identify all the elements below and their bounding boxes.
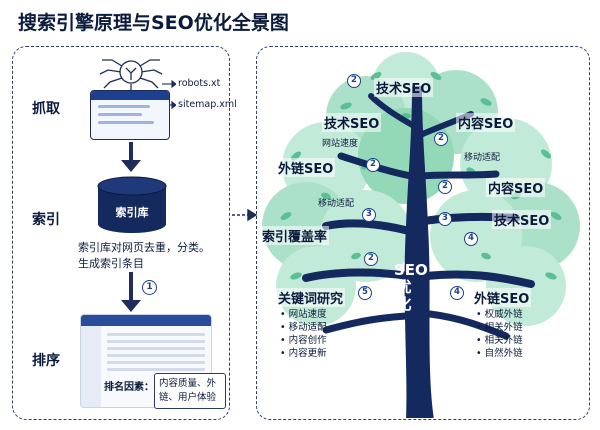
index-description-line: 索引库对网页去重，分类。: [78, 241, 210, 254]
result-row: [107, 347, 205, 350]
spider-crawler-icon: [99, 59, 163, 90]
list-item: 权威外链: [476, 308, 523, 321]
index-database-label: 索引库: [115, 206, 149, 219]
result-row: [107, 340, 205, 343]
small-label-site-speed: 网站速度: [322, 139, 359, 149]
browser-title-bar: [91, 91, 169, 100]
branch-label-link-seo-mid-left: 外链SEO: [276, 158, 336, 177]
branch-label-link-seo-bottom: 外链SEO: [472, 288, 532, 307]
small-label-mobile-adapt-right: 移动适配: [464, 153, 501, 163]
ranking-factor-line: 链、用户体验: [159, 392, 217, 403]
tree-number-badge: 2: [347, 74, 361, 88]
tree-number-badge: 4: [464, 232, 478, 246]
tree-number-badge: 4: [450, 286, 464, 300]
robots-file-label: robots.xt: [178, 78, 221, 89]
content-line: [98, 105, 150, 108]
sitemap-file-label: sitemap.xml: [178, 99, 237, 110]
keyword-research-list: 网站速度 移动适配 内容创作 内容更新: [280, 308, 327, 360]
list-item: 移动适配: [280, 321, 327, 334]
ranking-factors-box: 内容质量、外 链、用户体验: [154, 373, 226, 409]
branch-label-tech-seo-upper-left: 技术SEO: [322, 113, 382, 132]
branch-label-tech-seo-right: 技术SEO: [492, 210, 552, 229]
flow-arrows: [121, 142, 141, 312]
stage-crawl-label: 抓取: [32, 101, 60, 117]
trunk-label-seo-optimization: SEO优化: [394, 261, 428, 313]
index-database-icon: [97, 176, 167, 233]
result-row: [107, 333, 205, 336]
screenshot-header: [81, 315, 211, 326]
screenshot-sidebar: [81, 326, 101, 407]
seo-tree-panel: [256, 46, 590, 420]
tree-number-badge: 2: [434, 132, 448, 146]
tree-number-badge: 2: [364, 252, 378, 266]
list-item: 相关外链: [476, 321, 523, 334]
content-line: [98, 113, 142, 116]
panel-connector-arrow: [232, 208, 258, 222]
index-description: 索引库对网页去重，分类。 生成索引条目: [78, 240, 210, 272]
stage-rank-label: 排序: [32, 353, 60, 369]
tree-number-badge: 5: [358, 286, 372, 300]
index-description-line: 生成索引条目: [78, 257, 144, 270]
ranking-factor-line: 内容质量、外: [159, 378, 217, 389]
list-item: 内容创作: [280, 334, 327, 347]
stage-index-label: 索引: [32, 212, 60, 228]
tree-number-badge: 3: [438, 212, 452, 226]
ranking-results-screenshot: [80, 314, 212, 408]
result-row: [107, 361, 205, 364]
tree-number-badge: 3: [362, 208, 376, 222]
branch-label-index-coverage: 索引覆盖率: [260, 226, 330, 245]
link-seo-list: 权威外链 相关外链 相关外链 自然外链: [476, 308, 523, 360]
step-number-badge: 1: [142, 280, 157, 295]
result-row: [107, 368, 205, 371]
tree-number-badge: 2: [438, 180, 452, 194]
branch-label-keyword-research: 关键词研究: [276, 288, 346, 307]
search-engine-process-panel: [12, 46, 230, 420]
list-item: 相关外链: [476, 334, 523, 347]
branch-label-content-seo-mid-right: 内容SEO: [486, 178, 546, 197]
result-row: [107, 354, 205, 357]
page-title: 搜索引擎原理与SEO优化全景图: [18, 12, 289, 34]
ranking-factors-label: 排名因素：: [104, 382, 154, 393]
branch-label-content-seo-upper-right: 内容SEO: [456, 113, 516, 132]
list-item: 内容更新: [280, 347, 327, 360]
tree-number-badge: 2: [366, 158, 380, 172]
list-item: 自然外链: [476, 347, 523, 360]
crawled-webpage-mockup: [90, 90, 170, 140]
branch-label-tech-seo-top: 技术SEO: [374, 78, 434, 97]
small-label-mobile-adapt-left: 移动适配: [318, 199, 355, 209]
content-line: [98, 121, 154, 124]
list-item: 网站速度: [280, 308, 327, 321]
